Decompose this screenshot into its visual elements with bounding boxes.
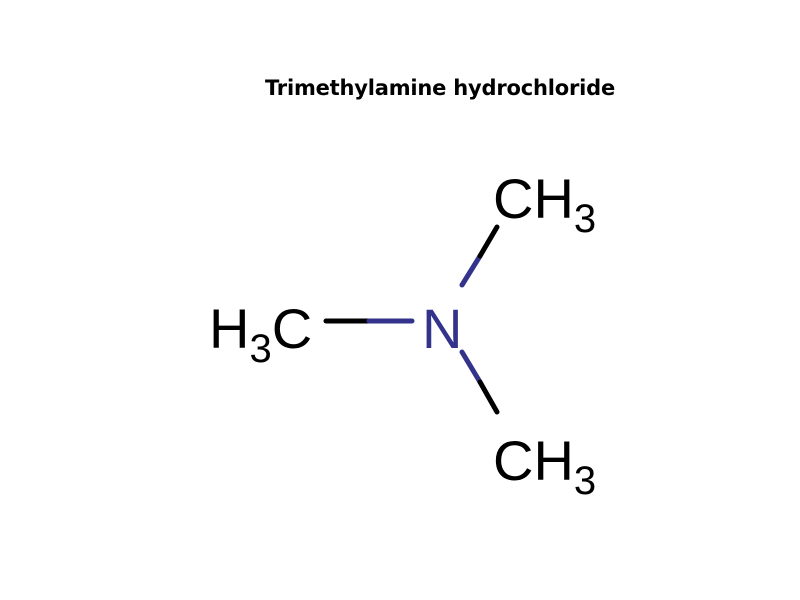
bond-bottom	[459, 349, 500, 415]
atom-h: H	[209, 297, 250, 360]
methyl-group-bottom: CH3	[493, 433, 596, 502]
diagram-title: Trimethylamine hydrochloride	[264, 76, 616, 100]
methyl-group-left: H3C	[209, 301, 312, 370]
subscript: 3	[249, 327, 272, 371]
atom-c: C	[271, 297, 313, 360]
methyl-group-top: CH3	[493, 171, 596, 240]
atom-ch: CH	[493, 167, 574, 230]
atom-ch: CH	[493, 429, 574, 492]
bond-top	[459, 224, 500, 288]
subscript: 3	[573, 197, 597, 241]
nitrogen-atom: N	[422, 297, 463, 360]
subscript: 3	[573, 459, 597, 503]
